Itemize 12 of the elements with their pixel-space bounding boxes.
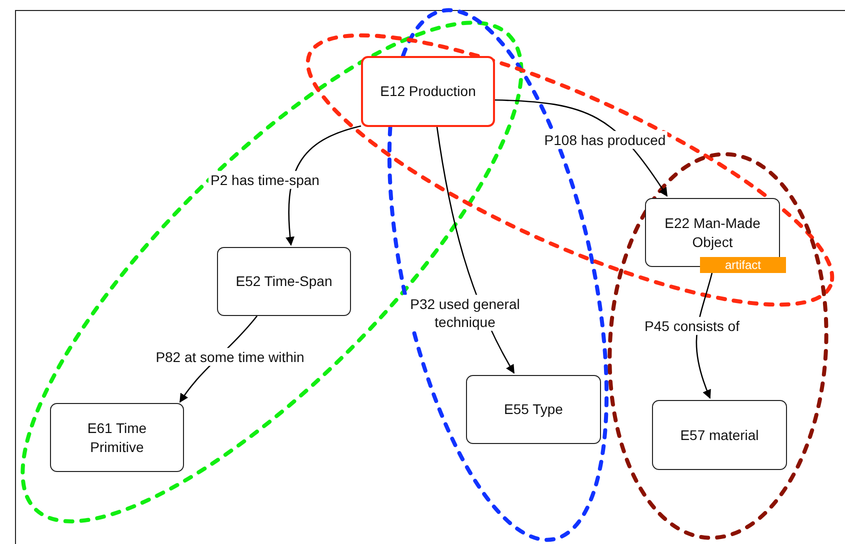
class-box: E52 Time-Span bbox=[217, 247, 351, 316]
edge-label: P45 consists of bbox=[642, 316, 742, 336]
class-box: E55 Type bbox=[466, 375, 601, 444]
edge-label: P2 has time-span bbox=[208, 170, 322, 190]
edge-label: P82 at some time within bbox=[154, 348, 306, 366]
arrow bbox=[286, 125, 362, 246]
tag-label: artifact bbox=[700, 257, 786, 273]
edge-label: P108 has produced bbox=[542, 130, 668, 150]
class-box: E57 material bbox=[652, 400, 787, 470]
class-box: E12 Production bbox=[361, 56, 495, 127]
class-box: E61 Time Primitive bbox=[50, 403, 184, 472]
arrow bbox=[494, 99, 668, 197]
